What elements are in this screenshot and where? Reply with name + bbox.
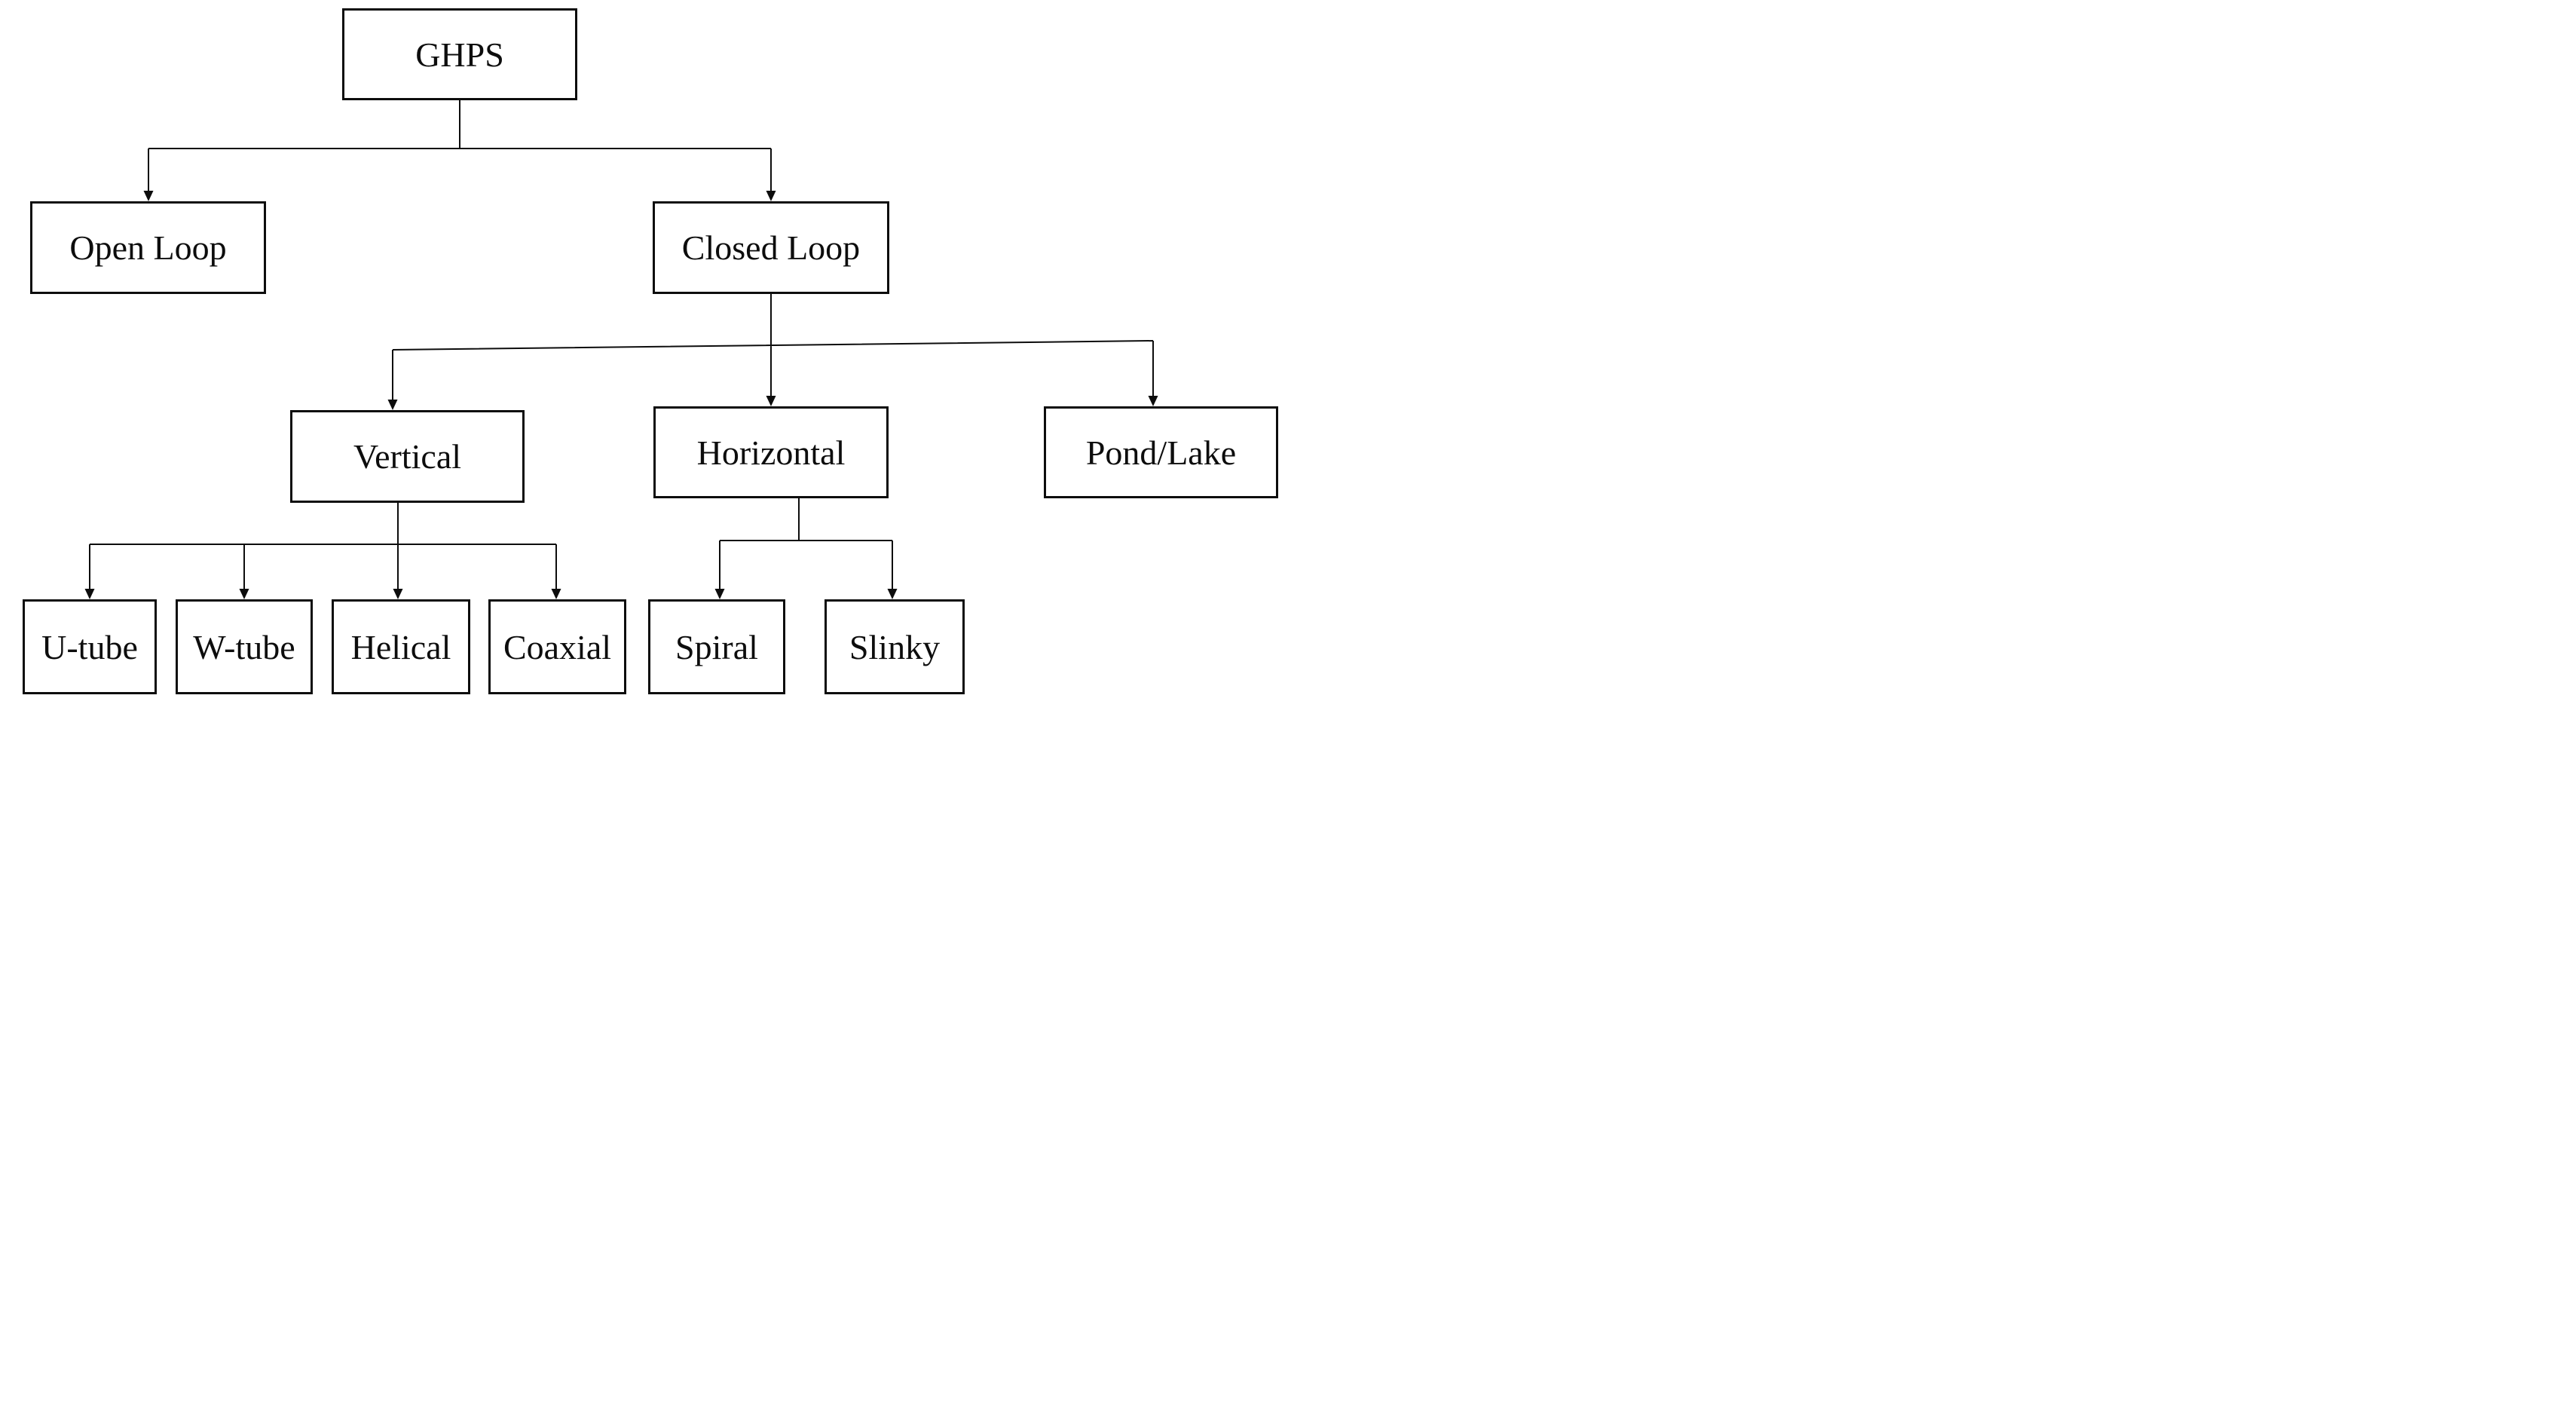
arrowhead-pond-lake xyxy=(1148,396,1158,406)
node-coaxial-label: Coaxial xyxy=(503,627,612,666)
arrowhead-spiral xyxy=(714,589,725,599)
edges-horizontal-children xyxy=(714,498,898,599)
node-slinky: Slinky xyxy=(825,599,965,694)
arrowhead-coaxial xyxy=(551,589,561,599)
node-horizontal: Horizontal xyxy=(653,406,889,498)
node-helical: Helical xyxy=(332,599,470,694)
arrowhead-helical xyxy=(393,589,403,599)
node-vertical: Vertical xyxy=(290,410,525,503)
node-u-tube: U-tube xyxy=(23,599,157,694)
node-pond-lake-label: Pond/Lake xyxy=(1085,433,1237,472)
node-closed-loop: Closed Loop xyxy=(653,201,889,294)
arrowhead-slinky xyxy=(887,589,898,599)
node-closed-loop-label: Closed Loop xyxy=(681,228,861,267)
node-u-tube-label: U-tube xyxy=(41,627,138,666)
node-helical-label: Helical xyxy=(350,627,451,666)
arrowhead-u-tube xyxy=(84,589,95,599)
edges-vertical-children xyxy=(84,503,561,599)
arrowhead-open-loop xyxy=(143,191,154,201)
node-ghps: GHPS xyxy=(342,8,577,100)
arrowhead-vertical xyxy=(387,400,398,410)
node-horizontal-label: Horizontal xyxy=(696,433,846,472)
arrowhead-horizontal xyxy=(766,396,776,406)
edges-ghps-children xyxy=(143,100,776,201)
node-open-loop-label: Open Loop xyxy=(69,228,227,267)
connector-lines xyxy=(84,100,1158,599)
node-pond-lake: Pond/Lake xyxy=(1044,406,1278,498)
edges-closed-loop-children xyxy=(387,294,1158,410)
node-w-tube: W-tube xyxy=(176,599,313,694)
node-slinky-label: Slinky xyxy=(849,627,941,666)
node-w-tube-label: W-tube xyxy=(193,627,295,666)
node-spiral-label: Spiral xyxy=(675,627,758,666)
flowchart: GHPS Open Loop Closed Loop Vertical Hori… xyxy=(0,0,1288,709)
node-ghps-label: GHPS xyxy=(415,35,504,74)
node-coaxial: Coaxial xyxy=(488,599,626,694)
node-open-loop: Open Loop xyxy=(30,201,266,294)
node-vertical-label: Vertical xyxy=(353,437,462,476)
node-spiral: Spiral xyxy=(648,599,785,694)
arrowhead-w-tube xyxy=(239,589,249,599)
arrowhead-closed-loop xyxy=(766,191,776,201)
